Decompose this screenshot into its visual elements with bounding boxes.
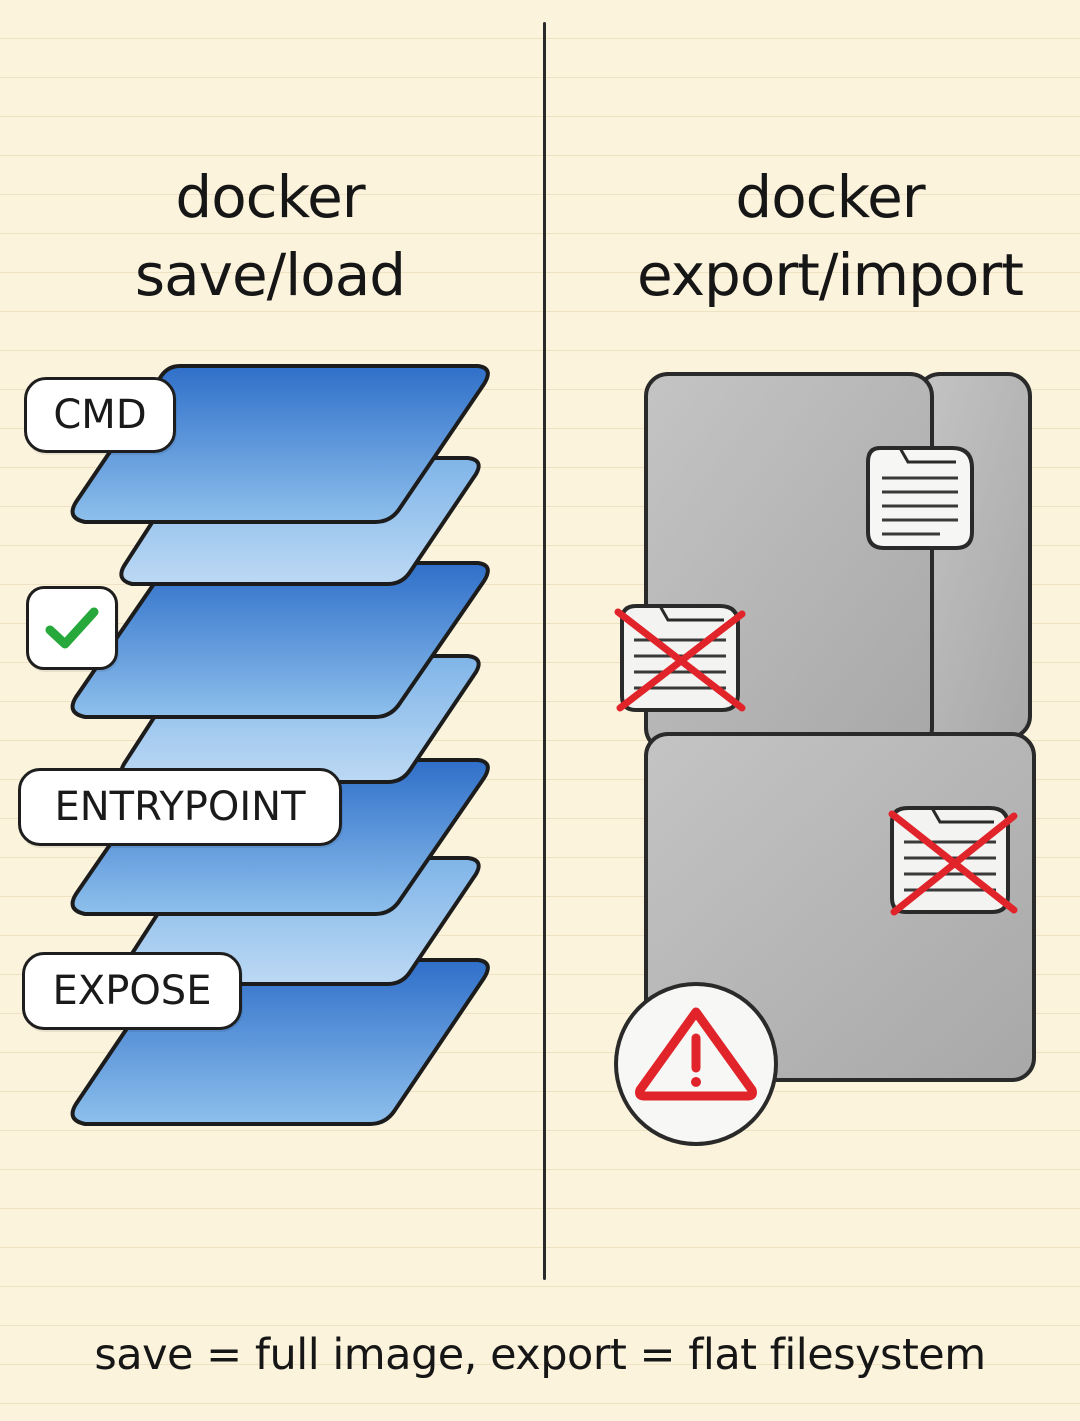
- expose-tag: EXPOSE: [22, 952, 242, 1030]
- layer-2: [70, 364, 490, 524]
- entrypoint-tag: ENTRYPOINT: [18, 768, 342, 846]
- right-title: docker export/import: [580, 158, 1080, 314]
- left-title: docker save/load: [60, 158, 480, 314]
- right-title-line1: docker: [735, 163, 925, 231]
- filesystem-block-top-right: [916, 372, 1032, 740]
- left-title-line1: docker: [175, 163, 365, 231]
- footer-caption: save = full image, export = flat filesys…: [94, 1330, 986, 1380]
- left-title-line2: save/load: [134, 241, 406, 309]
- flat-filesystem: [644, 372, 1036, 1082]
- document-icon: [866, 446, 974, 550]
- right-title-line2: export/import: [637, 241, 1024, 309]
- warning-icon: [614, 982, 778, 1146]
- checkmark-icon: [45, 607, 99, 649]
- check-tag: [26, 586, 118, 670]
- center-divider: [543, 22, 546, 1280]
- crossed-document-icon: [614, 604, 746, 712]
- crossed-document-icon: [888, 806, 1018, 916]
- cmd-tag: CMD: [24, 377, 176, 453]
